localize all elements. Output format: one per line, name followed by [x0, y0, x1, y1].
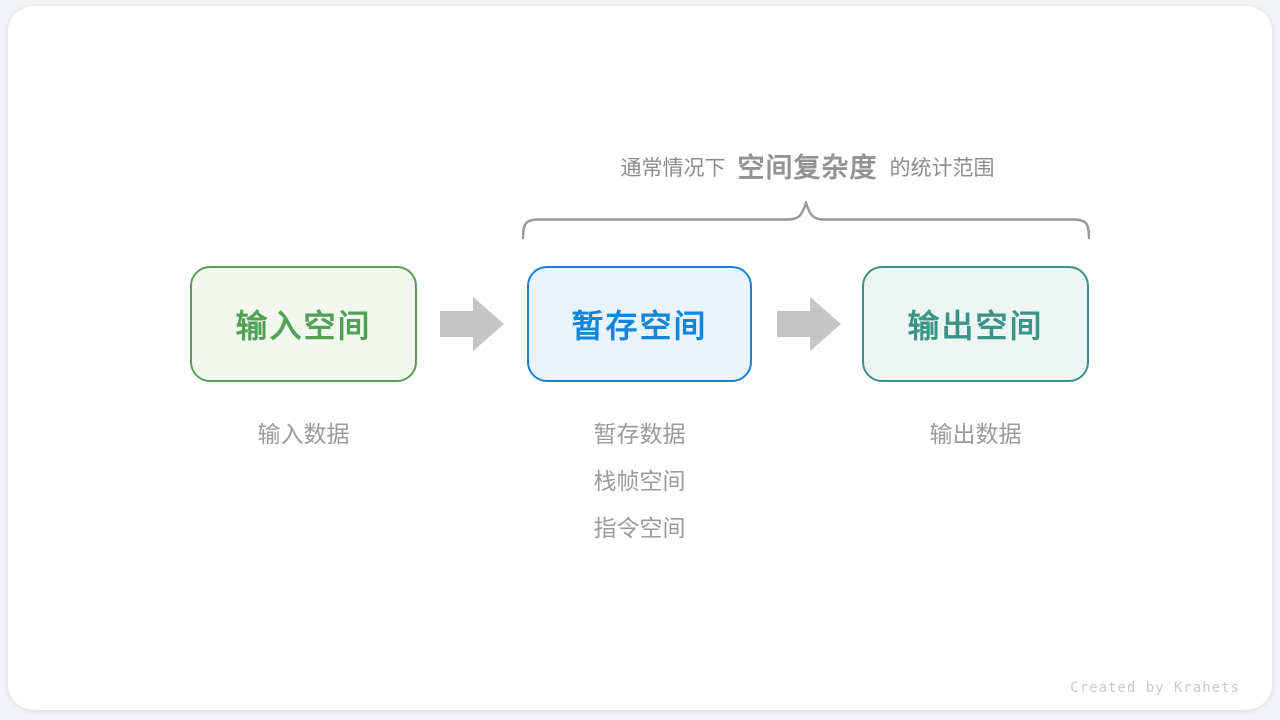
notes-temp-column: 暂存数据 栈帧空间 指令空间: [527, 421, 752, 562]
annotation-highlight: 空间复杂度: [737, 153, 878, 183]
note-output-data: 输出数据: [929, 421, 1022, 447]
notes-input-column: 输入数据: [190, 421, 417, 468]
note-temp-data: 暂存数据: [593, 421, 686, 447]
arrow-right-icon: [440, 296, 504, 357]
flow-box-output-space: 输出空间: [862, 266, 1089, 382]
flow-box-input-space: 输入空间: [190, 266, 417, 382]
scope-annotation: 通常情况下空间复杂度的统计范围: [505, 146, 1110, 185]
notes-output-column: 输出数据: [862, 421, 1089, 468]
credit-text: Created by Krahets: [1070, 680, 1240, 696]
flow-box-input-space-label: 输入空间: [235, 308, 372, 344]
flow-box-temp-space-label: 暂存空间: [571, 308, 708, 344]
arrow-right-icon: [777, 296, 841, 357]
flow-box-temp-space: 暂存空间: [527, 266, 752, 382]
annotation-suffix: 的统计范围: [889, 157, 995, 180]
curly-brace-icon: [521, 199, 1091, 244]
flow-box-output-space-label: 输出空间: [907, 308, 1044, 344]
note-instruction-space: 指令空间: [593, 515, 686, 541]
annotation-prefix: 通常情况下: [620, 157, 726, 180]
note-input-data: 输入数据: [257, 421, 350, 447]
note-stack-frame-space: 栈帧空间: [593, 468, 686, 494]
curly-brace-path: [521, 199, 1091, 240]
